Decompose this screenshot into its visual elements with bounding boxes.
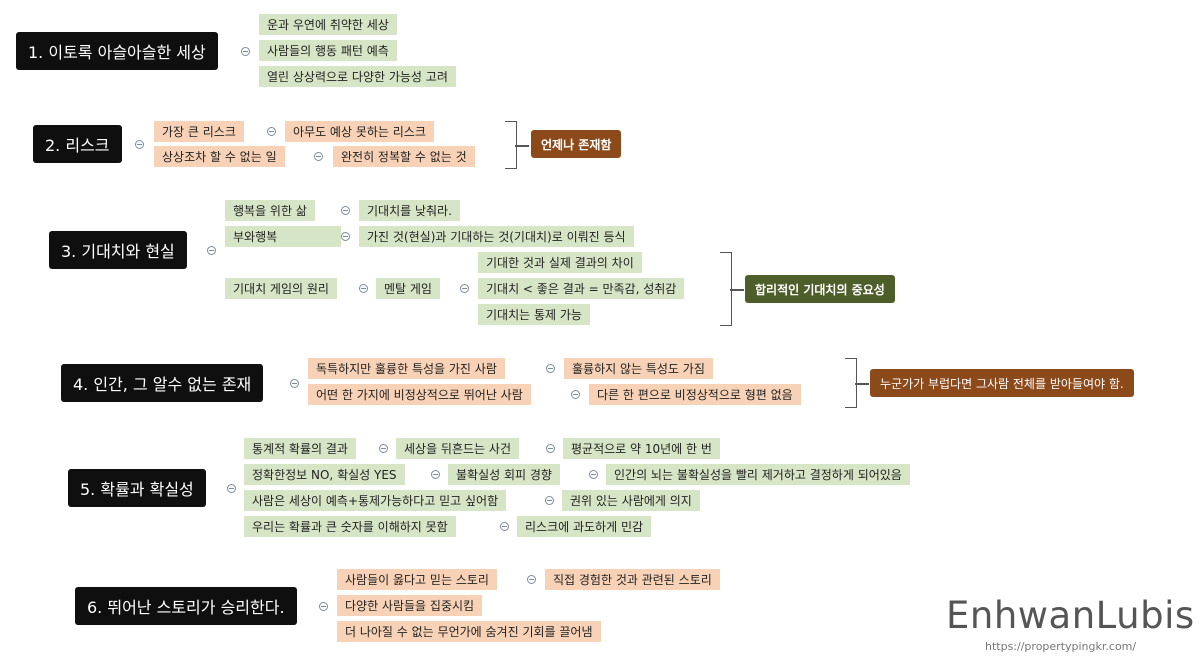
collapse-icon[interactable] xyxy=(546,444,555,453)
topic-4-subitem[interactable]: 다른 한 편으로 비정상적으로 형편 없음 xyxy=(589,384,801,405)
collapse-icon[interactable] xyxy=(379,444,388,453)
topic-2-subitem[interactable]: 아무도 예상 못하는 리스크 xyxy=(285,121,434,142)
topic-6-item[interactable]: 다양한 사람들을 집중시킴 xyxy=(337,595,483,616)
topic-3-leaf[interactable]: 기대한 것과 실제 결과의 차이 xyxy=(478,252,642,273)
collapse-icon[interactable] xyxy=(341,232,350,241)
topic-5-subitem[interactable]: 세상을 뒤흔드는 사건 xyxy=(396,438,519,459)
topic-1-item[interactable]: 사람들의 행동 패턴 예측 xyxy=(259,40,397,61)
collapse-icon[interactable] xyxy=(359,284,368,293)
topic-1-item[interactable]: 운과 우연에 취약한 세상 xyxy=(259,14,397,35)
topic-5-item[interactable]: 통계적 확률의 결과 xyxy=(244,438,356,459)
group-bracket xyxy=(720,252,744,326)
topic-3-leaf[interactable]: 기대치는 통제 가능 xyxy=(478,304,590,325)
collapse-icon[interactable] xyxy=(267,127,276,136)
collapse-icon[interactable] xyxy=(460,284,469,293)
collapse-icon[interactable] xyxy=(314,152,323,161)
collapse-icon[interactable] xyxy=(500,522,509,531)
group-bracket xyxy=(845,358,869,408)
collapse-icon[interactable] xyxy=(290,379,299,388)
topic-4-subitem[interactable]: 훌륭하지 않는 특성도 가짐 xyxy=(564,358,713,379)
topic-5-item[interactable]: 정확한정보 NO, 확실성 YES xyxy=(244,464,405,485)
topic-1-item[interactable]: 열린 상상력으로 다양한 가능성 고려 xyxy=(259,66,456,87)
topic-3-item[interactable]: 부와행복 xyxy=(225,226,341,247)
collapse-icon[interactable] xyxy=(341,206,350,215)
topic-2-subitem[interactable]: 완전히 정복할 수 없는 것 xyxy=(333,146,475,167)
topic-4-item[interactable]: 독특하지만 훌륭한 특성을 가진 사람 xyxy=(308,358,505,379)
topic-3-title[interactable]: 3. 기대치와 현실 xyxy=(49,231,187,269)
topic-3-subitem[interactable]: 멘탈 게임 xyxy=(376,278,440,299)
topic-5-leaf[interactable]: 평균적으로 약 10년에 한 번 xyxy=(563,438,720,459)
collapse-icon[interactable] xyxy=(546,364,555,373)
topic-5-item[interactable]: 사람은 세상이 예측+통제가능하다고 믿고 싶어함 xyxy=(244,490,507,511)
watermark-name: EnhwanLubis xyxy=(946,594,1195,637)
topic-4-summary[interactable]: 누군가가 부럽다면 그사람 전체를 받아들여야 함. xyxy=(870,369,1134,397)
group-bracket xyxy=(505,121,529,169)
topic-3-item[interactable]: 행복을 위한 삶 xyxy=(225,200,315,221)
topic-5-title[interactable]: 5. 확률과 확실성 xyxy=(68,469,206,507)
collapse-icon[interactable] xyxy=(135,140,144,149)
topic-2-title[interactable]: 2. 리스크 xyxy=(33,125,122,163)
collapse-icon[interactable] xyxy=(319,602,328,611)
topic-5-subitem[interactable]: 권위 있는 사람에게 의지 xyxy=(562,490,700,511)
topic-3-summary[interactable]: 합리적인 기대치의 중요성 xyxy=(745,275,895,303)
topic-3-item[interactable]: 기대치 게임의 원리 xyxy=(225,278,337,299)
topic-5-subitem[interactable]: 리스크에 과도하게 민감 xyxy=(517,516,652,537)
topic-6-subitem[interactable]: 직접 경험한 것과 관련된 스토리 xyxy=(545,569,720,590)
topic-3-subitem[interactable]: 기대치를 낮춰라. xyxy=(359,200,460,221)
collapse-icon[interactable] xyxy=(207,246,216,255)
collapse-icon[interactable] xyxy=(241,47,250,56)
collapse-icon[interactable] xyxy=(571,390,580,399)
collapse-icon[interactable] xyxy=(589,470,598,479)
topic-5-item[interactable]: 우리는 확률과 큰 숫자를 이해하지 못함 xyxy=(244,516,456,537)
topic-3-subitem[interactable]: 가진 것(현실)과 기대하는 것(기대치)로 이뤄진 등식 xyxy=(359,226,634,247)
topic-6-item[interactable]: 사람들이 옳다고 믿는 스토리 xyxy=(337,569,497,590)
topic-1-title[interactable]: 1. 이토록 아슬아슬한 세상 xyxy=(16,32,218,70)
collapse-icon[interactable] xyxy=(431,470,440,479)
watermark-url: https://propertypingkr.com/ xyxy=(985,640,1137,653)
topic-2-item[interactable]: 가장 큰 리스크 xyxy=(154,121,244,142)
topic-4-item[interactable]: 어떤 한 가지에 비정상적으로 뛰어난 사람 xyxy=(308,384,531,405)
topic-2-item[interactable]: 상상조차 할 수 없는 일 xyxy=(154,146,285,167)
topic-5-subitem[interactable]: 불확실성 회피 경향 xyxy=(448,464,560,485)
topic-2-summary[interactable]: 언제나 존재함 xyxy=(531,130,622,158)
collapse-icon[interactable] xyxy=(227,484,236,493)
collapse-icon[interactable] xyxy=(527,575,536,584)
topic-6-item[interactable]: 더 나아질 수 없는 무언가에 숨겨진 기회를 끌어냄 xyxy=(337,621,601,642)
topic-5-leaf[interactable]: 인간의 뇌는 불확실성을 빨리 제거하고 결정하게 되어있음 xyxy=(606,464,910,485)
topic-3-leaf[interactable]: 기대치 < 좋은 결과 = 만족감, 성취감 xyxy=(478,278,685,299)
collapse-icon[interactable] xyxy=(545,496,554,505)
topic-4-title[interactable]: 4. 인간, 그 알수 없는 존재 xyxy=(61,364,264,402)
topic-6-title[interactable]: 6. 뛰어난 스토리가 승리한다. xyxy=(75,587,297,625)
